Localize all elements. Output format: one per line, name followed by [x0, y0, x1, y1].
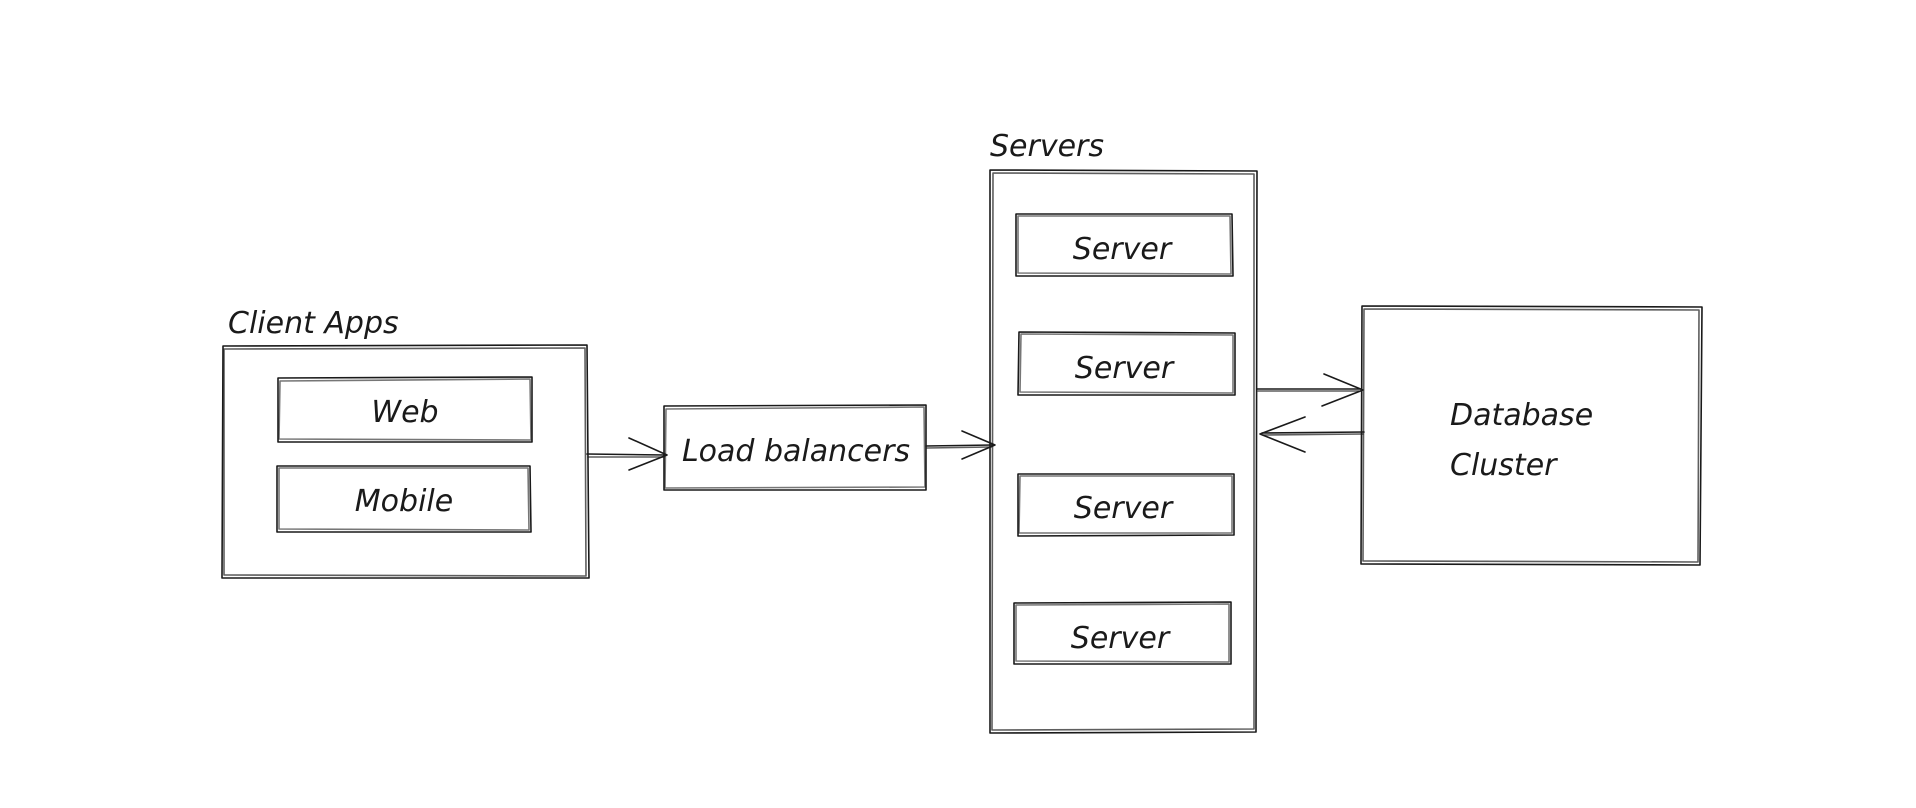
server-box-4: Server	[1013, 601, 1232, 665]
web-box: Web	[277, 376, 533, 443]
server-label-4: Server	[1071, 621, 1171, 656]
database-label-line1: Database	[1450, 398, 1593, 433]
server-box-2: Server	[1017, 331, 1236, 396]
server-label-1: Server	[1073, 232, 1173, 267]
load-balancers-label: Load balancers	[682, 434, 910, 469]
server-label-3: Server	[1074, 491, 1174, 526]
web-label: Web	[371, 395, 438, 430]
server-label-2: Server	[1075, 351, 1175, 386]
servers-container	[989, 169, 1258, 734]
client-apps-container	[221, 344, 590, 579]
client-apps-group: Client Apps Web Mobile	[221, 306, 590, 579]
mobile-label: Mobile	[355, 484, 453, 519]
arrow-clients-to-lb	[586, 437, 668, 471]
servers-group: Servers Server Server Server Server	[989, 129, 1258, 734]
database-label-line2: Cluster	[1450, 448, 1558, 483]
server-box-3: Server	[1017, 473, 1235, 537]
server-box-1: Server	[1015, 213, 1234, 277]
arrow-servers-to-db	[1256, 373, 1364, 407]
servers-title: Servers	[990, 129, 1104, 164]
mobile-box: Mobile	[276, 465, 532, 533]
arrow-db-to-servers	[1259, 416, 1365, 453]
arrow-lb-to-servers	[925, 430, 996, 460]
load-balancers-box: Load balancers	[663, 404, 927, 491]
client-apps-title: Client Apps	[228, 306, 399, 341]
database-cluster-box: Database Cluster	[1360, 305, 1703, 566]
